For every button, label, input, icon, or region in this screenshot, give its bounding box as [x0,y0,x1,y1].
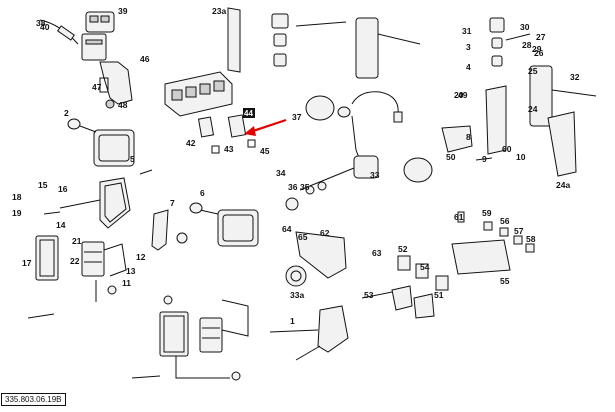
callout-24a: 24a [556,180,570,190]
callout-32: 32 [570,72,580,82]
callout-40: 40 [40,22,50,32]
callout-45: 45 [260,146,270,156]
callout-37: 37 [292,112,302,122]
callout-48: 48 [118,100,128,110]
callout-54: 54 [420,262,430,272]
callout-4: 4 [466,62,471,72]
callout-22: 22 [70,256,80,266]
callout-9: 9 [482,154,487,164]
mirror-right [269,305,349,361]
callout-33: 33 [370,170,380,180]
callout-57: 57 [514,226,524,236]
callout-29: 29 [532,44,542,54]
callout-43: 43 [224,144,234,154]
callout-3: 3 [466,42,471,52]
callout-18: 18 [12,192,22,202]
callout-50: 50 [446,152,456,162]
callout-15: 15 [38,180,48,190]
connector-assembly [39,11,115,61]
callout-46: 46 [140,54,150,64]
callout-2: 2 [64,108,69,118]
callout-24: 24 [528,104,538,114]
callout-53: 53 [364,290,374,300]
lamp-bracket [151,209,169,251]
callout-42: 42 [186,138,196,148]
callout-17: 17 [22,258,32,268]
callout-21: 21 [72,236,82,246]
callout-55: 55 [500,276,510,286]
callout-56: 56 [500,216,510,226]
callout-14: 14 [56,220,66,230]
callout-31: 31 [462,26,472,36]
callout-34: 34 [276,168,286,178]
callout-38: 38 [36,18,46,28]
callout-35: 35 [300,182,310,192]
callout-5: 5 [130,154,135,164]
callout-28: 28 [522,40,532,50]
callout-13: 13 [126,266,136,276]
relay-set-right [391,211,535,319]
relay-block-upper [35,235,127,281]
callout-19: 19 [12,208,22,218]
callout-11: 11 [122,278,131,288]
cover-caps [305,95,433,183]
callout-59: 59 [482,208,492,218]
fuse-column-right [441,17,597,177]
fasteners [27,157,493,381]
callout-27: 27 [536,32,546,42]
callout-33a: 33a [290,290,304,300]
callout-16: 16 [58,184,68,194]
callout-labels: 44 38394046474823a3034282731250492925603… [12,6,580,326]
callout-63: 63 [372,248,382,258]
callout-60: 60 [502,144,512,154]
mounting-bracket [99,61,133,109]
callout-62: 62 [320,228,330,238]
callout-23a: 23a [212,6,226,16]
callout-25: 25 [528,66,538,76]
callout-1: 1 [290,316,295,326]
work-lamp-middle [176,202,259,247]
switch-panel [164,71,256,154]
callout-58: 58 [526,234,536,244]
callout-8: 8 [466,132,471,142]
highlight-arrow [244,118,287,136]
relay-block-lower [159,299,249,379]
callout-49: 49 [458,90,468,100]
fuse-column-middle [227,7,421,79]
callout-10: 10 [516,152,526,162]
cable-harness [285,91,403,211]
callout-26: 26 [534,48,544,58]
callout-52: 52 [398,244,408,254]
mirror-left [59,177,131,229]
callout-6: 6 [200,188,205,198]
callout-44: 44 [244,109,253,118]
callout-65: 65 [298,232,308,242]
callout-47: 47 [92,82,102,92]
sensor-bracket [285,231,347,287]
callout-51: 51 [434,290,444,300]
callout-20: 20 [454,90,464,100]
callout-36: 36 [288,182,298,192]
callout-7: 7 [170,198,175,208]
callout-61: 61 [454,212,464,222]
callout-12: 12 [136,252,146,262]
drawing-reference: 335.803.06.19B [1,393,66,406]
callout-39: 39 [118,6,128,16]
callout-64: 64 [282,224,292,234]
callout-30: 30 [520,22,530,32]
work-lamp-upper [67,118,135,167]
